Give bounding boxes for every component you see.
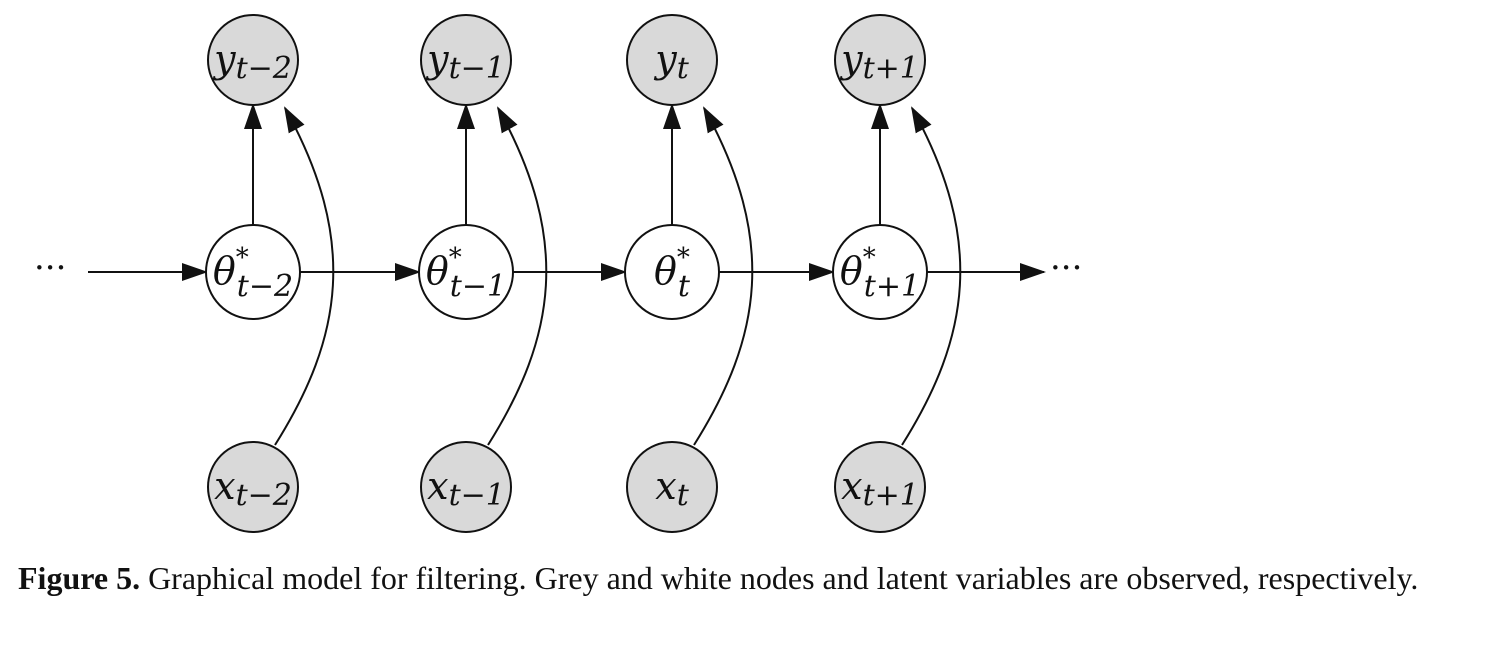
node-y-t+1-label: yt+1	[839, 37, 919, 86]
node-theta-t-1-label: θ*t−1	[426, 243, 506, 304]
ellipsis-right: ···	[1050, 248, 1082, 288]
node-x-t+1-label: xt+1	[841, 464, 919, 513]
graphical-model-diagram: yt−2 θ*t−2 xt−2 yt−1 θ*t−1 xt−1 yt θ*t xt yt+1 θ*t…	[34, 14, 1082, 533]
node-theta-t-2: θ*t−2	[205, 224, 301, 320]
node-theta-t+1-circle	[832, 224, 928, 320]
node-theta-t-label: θ*t	[654, 243, 691, 304]
node-y-t-2-circle	[207, 14, 299, 106]
caption-text: Graphical model for filtering. Grey and …	[140, 560, 1419, 596]
node-theta-t-2-label: θ*t−2	[213, 243, 293, 304]
arrow-x-t+1-to-y-t+1	[901, 106, 962, 446]
figure-caption: Figure 5. Graphical model for filtering.…	[18, 554, 1488, 602]
node-x-t-1-circle	[420, 441, 512, 533]
arrow-x-t-to-y-t	[693, 106, 754, 446]
node-y-t-1-circle	[420, 14, 512, 106]
node-theta-t-1: θ*t−1	[418, 224, 514, 320]
node-x-t+1: xt+1	[834, 441, 926, 533]
node-y-t-label: yt	[653, 37, 689, 86]
node-x-t: xt	[626, 441, 718, 533]
node-theta-t+1: θ*t+1	[832, 224, 928, 320]
node-y-t-2: yt−2	[207, 14, 299, 106]
node-x-t-circle	[626, 441, 718, 533]
caption-label: Figure 5.	[18, 560, 141, 596]
arrow-x-t-2-to-y-t-2	[274, 106, 335, 446]
edges	[88, 103, 1046, 446]
node-theta-t: θ*t	[624, 224, 720, 320]
node-x-t+1-circle	[834, 441, 926, 533]
node-theta-t+1-label: θ*t+1	[840, 243, 920, 304]
node-x-t-2: xt−2	[207, 441, 299, 533]
arrow-x-t-1-to-y-t-1	[487, 106, 548, 446]
node-theta-t-1-circle	[418, 224, 514, 320]
node-x-t-label: xt	[655, 464, 689, 513]
node-x-t-2-circle	[207, 441, 299, 533]
ellipsis-left: ···	[34, 248, 66, 288]
node-theta-t-2-circle	[205, 224, 301, 320]
node-y-t-2-label: yt−2	[212, 37, 292, 86]
node-y-t+1-circle	[834, 14, 926, 106]
node-x-t-2-label: xt−2	[214, 464, 292, 513]
node-y-t-1-label: yt−1	[425, 37, 505, 86]
node-y-t: yt	[626, 14, 718, 106]
node-x-t-1-label: xt−1	[427, 464, 505, 513]
nodes: yt−2 θ*t−2 xt−2 yt−1 θ*t−1 xt−1 yt θ*t xt yt+1 θ*t…	[205, 14, 928, 533]
node-theta-t-circle	[624, 224, 720, 320]
node-y-t-1: yt−1	[420, 14, 512, 106]
node-y-t+1: yt+1	[834, 14, 926, 106]
node-y-t-circle	[626, 14, 718, 106]
node-x-t-1: xt−1	[420, 441, 512, 533]
